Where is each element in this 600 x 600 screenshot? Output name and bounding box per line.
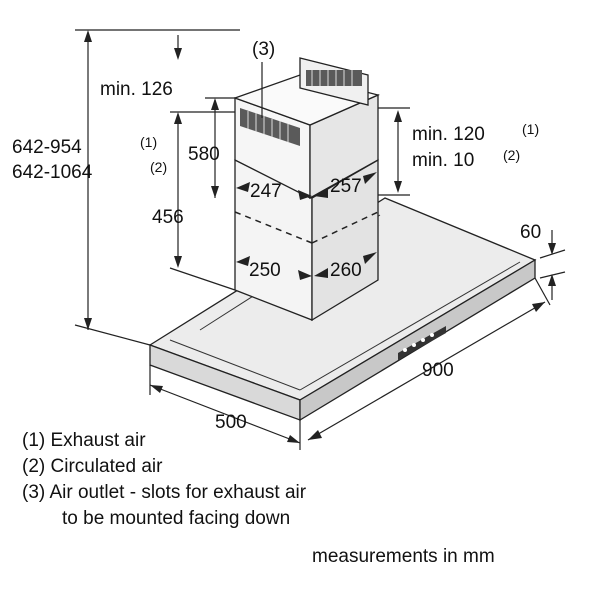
dim-260-label: 260 [330,260,362,281]
legend-item-air-outlet: (3) Air outlet - slots for exhaust air [22,482,307,503]
total-height-exhaust-label: 642-954 [12,137,82,158]
min-10-note: (2) [503,147,520,163]
callout-3-label: (3) [252,39,275,60]
vent-slots-front [240,108,300,146]
total-height-circulated-note: (2) [150,159,167,175]
total-height-circulated-label: 642-1064 [12,162,93,183]
dim-900-label: 900 [422,360,454,381]
min-120-label: min. 120 [412,124,485,145]
dim-257-label: 257 [330,176,362,197]
dim-580-label: 580 [188,144,220,165]
dim-247-label: 247 [250,181,282,202]
legend-item-circulated: (2) Circulated air [22,456,163,477]
hood-chimney [233,57,380,322]
dim-456-label: 456 [152,207,184,228]
units-note: measurements in mm [312,546,495,567]
control-panel [398,326,446,360]
legend-item-exhaust: (1) Exhaust air [22,430,146,451]
min-126-label: min. 126 [100,79,173,100]
vent-slots-upper [306,70,362,86]
dimension-labels: min. 126 (3) 580 456 642-954 (1) 642-106… [12,39,541,433]
legend-item-air-outlet-cont: to be mounted facing down [62,508,290,529]
dim-250-label: 250 [249,260,281,281]
min-10-label: min. 10 [412,150,474,171]
dim-500-label: 500 [215,412,247,433]
legend: (1) Exhaust air (2) Circulated air (3) A… [22,430,307,529]
min-120-note: (1) [522,121,539,137]
dimension-lines [74,29,566,450]
dim-60-label: 60 [520,222,541,243]
total-height-exhaust-note: (1) [140,134,157,150]
